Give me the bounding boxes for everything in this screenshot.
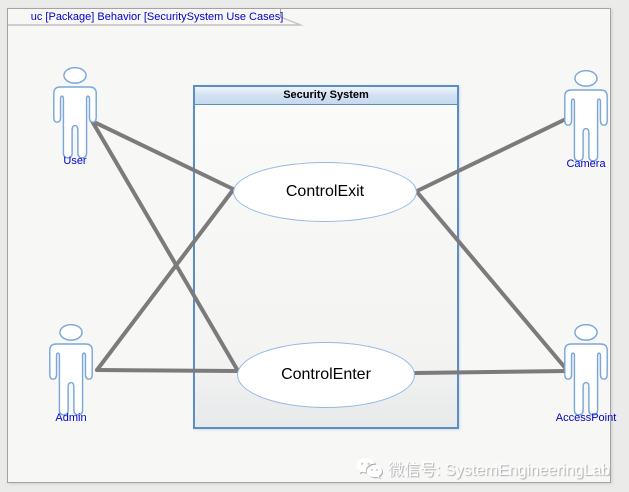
system-boundary-title: Security System <box>195 87 457 105</box>
usecase-control-exit-label: ControlExit <box>285 183 365 200</box>
actor-camera[interactable]: Camera <box>559 70 613 170</box>
actor-figure-icon <box>53 67 97 159</box>
association-accesspoint-controlenter[interactable] <box>413 369 569 375</box>
actor-admin[interactable]: Admin <box>44 324 98 424</box>
watermark-text: 微信号: SystemEngineeringLab <box>388 462 611 479</box>
actor-accesspoint-label: AccessPoint <box>555 412 617 424</box>
actor-camera-label: Camera <box>566 158 606 170</box>
usecase-control-enter[interactable]: ControlEnter <box>237 342 415 408</box>
association-admin-controlenter[interactable] <box>95 368 240 373</box>
actor-figure-icon <box>564 70 608 162</box>
association-user-controlenter[interactable] <box>90 119 240 373</box>
wechat-icon <box>356 458 382 479</box>
actor-admin-label: Admin <box>55 412 87 424</box>
association-admin-controlexit[interactable] <box>95 188 235 372</box>
actor-figure-icon <box>49 324 93 416</box>
actor-user[interactable]: User <box>48 67 102 167</box>
association-accesspoint-controlexit[interactable] <box>415 190 569 372</box>
usecase-control-enter-label: ControlEnter <box>281 366 371 383</box>
actor-accesspoint[interactable]: AccessPoint <box>556 324 616 424</box>
actor-figure-icon <box>564 324 608 416</box>
frame-title-tab <box>7 8 304 26</box>
watermark: 微信号: SystemEngineeringLab <box>355 454 620 482</box>
actor-user-label: User <box>63 155 87 167</box>
usecase-control-exit[interactable]: ControlExit <box>233 162 417 222</box>
frame-title: uc [Package] Behavior [SecuritySystem Us… <box>30 11 284 23</box>
association-camera-controlexit[interactable] <box>415 115 572 193</box>
association-user-controlexit[interactable] <box>90 119 235 191</box>
